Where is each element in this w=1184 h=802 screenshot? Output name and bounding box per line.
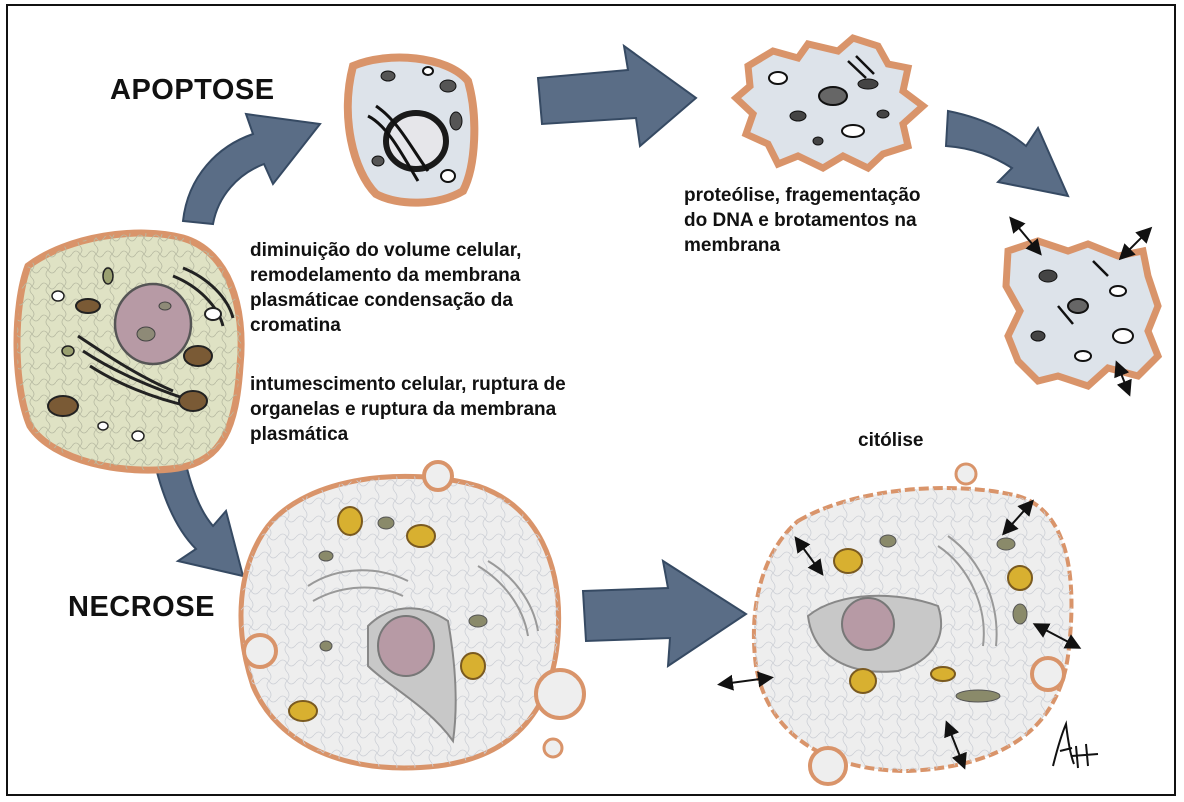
nucleus <box>842 598 894 650</box>
apoptotic-cell-shrunken <box>348 58 474 203</box>
arrow-necrosis-step2 <box>583 561 746 666</box>
apoptosis-title: APOPTOSE <box>110 74 275 107</box>
arrow-to-apoptosis <box>183 114 320 224</box>
mitochondrion <box>179 391 207 411</box>
arrow-apoptosis-step3 <box>946 111 1068 196</box>
mitochondrion <box>850 669 876 693</box>
artist-signature <box>1053 724 1098 768</box>
mitochondrion <box>184 346 212 366</box>
arrow-apoptosis-step2 <box>538 46 696 146</box>
apoptotic-bodies <box>1006 221 1158 391</box>
apoptotic-cell-fragmenting <box>736 38 923 168</box>
mitochondrion <box>1008 566 1032 590</box>
apoptosis-step1-caption: diminuição do volume celular, remodelame… <box>250 238 521 338</box>
mitochondrion <box>931 667 955 681</box>
mitochondrion <box>834 549 862 573</box>
mitochondrion <box>407 525 435 547</box>
diagram-artwork <box>8 6 1178 798</box>
healthy-cell <box>17 233 241 470</box>
nucleus <box>115 284 191 364</box>
necrosis-step2-caption: citólise <box>858 428 923 453</box>
mitochondrion <box>338 507 362 535</box>
nucleus <box>378 616 434 676</box>
mitochondrion <box>76 299 100 313</box>
apoptosis-step2-caption: proteólise, fragementação do DNA e brota… <box>684 183 921 258</box>
necrosis-step1-caption: intumescimento celular, ruptura de organ… <box>250 372 566 447</box>
necrotic-cell-swollen <box>241 462 584 768</box>
mitochondrion <box>48 396 78 416</box>
necrosis-title: NECROSE <box>68 591 215 624</box>
necrotic-cell-cytolysis <box>723 464 1076 784</box>
mitochondrion <box>289 701 317 721</box>
mitochondrion <box>461 653 485 679</box>
diagram-frame: APOPTOSE NECROSE diminuição do volume ce… <box>6 4 1176 796</box>
